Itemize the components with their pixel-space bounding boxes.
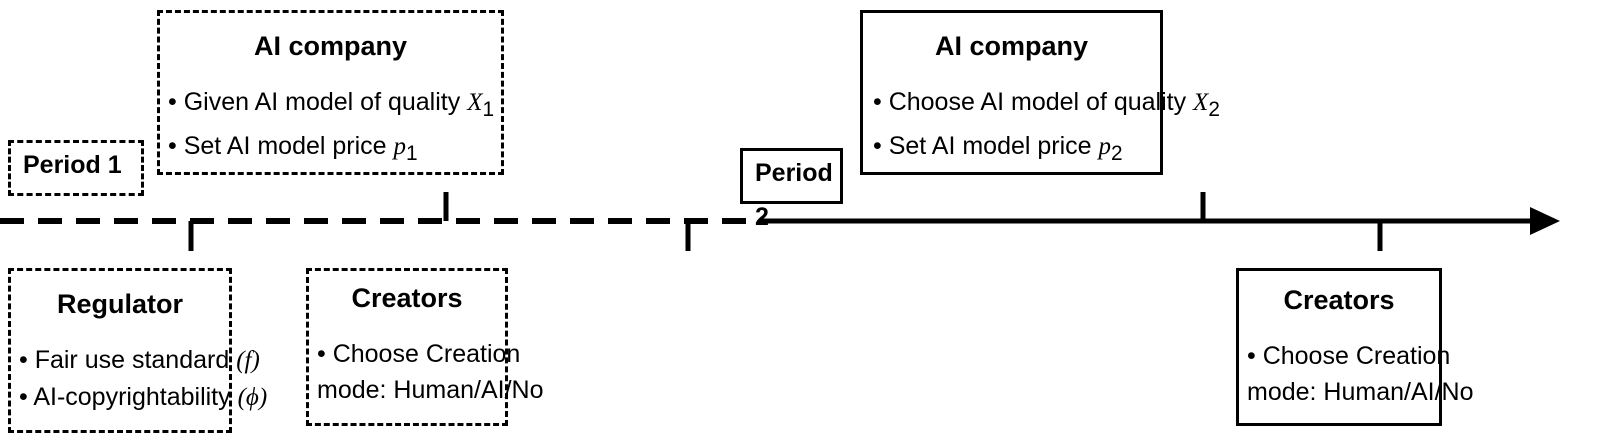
creators-p1-title: Creators [351, 283, 463, 313]
regulator-box: Regulator • Fair use standard (f) • AI-c… [8, 268, 268, 433]
creators-p1-box: Creators • Choose Creation mode: Human/A… [306, 268, 544, 426]
ai-company-p1-item: • Set AI model price p1 [168, 132, 418, 165]
ai-company-p1-box: AI company • Given AI model of quality X… [157, 10, 504, 175]
period2-label: Period 2 [755, 159, 833, 231]
ai-company-p1-title: AI company [253, 31, 408, 61]
regulator-item: • Fair use standard (f) [19, 346, 260, 374]
ai-company-p2-title: AI company [934, 31, 1089, 61]
creators-p2-box: Creators • Choose Creation mode: Human/A… [1236, 268, 1474, 426]
creators-p1-line: mode: Human/AI/No [317, 376, 544, 404]
period1-label: Period 1 [23, 151, 122, 179]
regulator-item: • AI-copyrightability (ϕ) [19, 383, 268, 411]
period1-label-box: Period 1 [8, 140, 144, 196]
period2-label-box: Period 2 [740, 148, 843, 231]
regulator-title: Regulator [56, 289, 183, 319]
ai-company-p2-item: • Set AI model price p2 [873, 132, 1123, 165]
timeline-arrowhead [1530, 207, 1560, 235]
creators-p2-title: Creators [1283, 285, 1395, 315]
ai-company-p2-box: AI company • Choose AI model of quality … [860, 10, 1220, 175]
ai-company-p2-item: • Choose AI model of quality X2 [873, 88, 1220, 121]
creators-p2-line: mode: Human/AI/No [1247, 378, 1474, 406]
creators-p2-line: • Choose Creation [1247, 342, 1451, 370]
creators-p1-line: • Choose Creation [317, 340, 521, 368]
ai-company-p1-item: • Given AI model of quality X1 [168, 88, 495, 121]
